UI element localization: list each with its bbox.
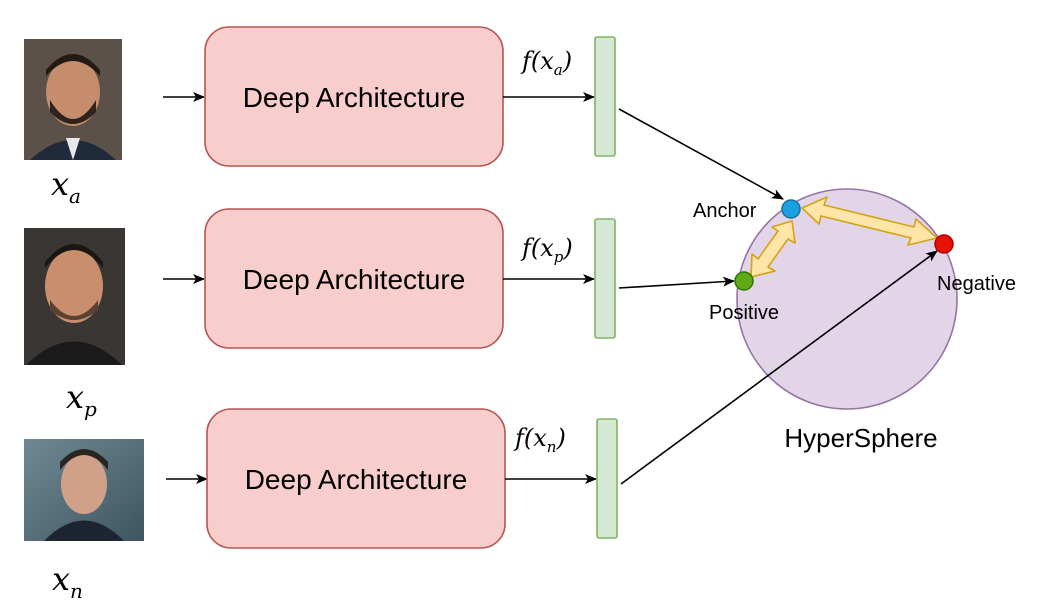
anchor-label: Anchor [693, 200, 757, 222]
input-label-negative: xn [52, 560, 83, 603]
block-label: Deep Architecture [243, 264, 466, 295]
block-label: Deep Architecture [245, 464, 468, 495]
deep-architecture-block-positive: Deep Architecture [204, 208, 504, 349]
deep-architecture-block-negative: Deep Architecture [206, 408, 506, 549]
face-photo-anchor [24, 39, 122, 160]
negative-label: Negative [937, 273, 1016, 295]
positive-label: Positive [709, 302, 779, 324]
embedding-vector-anchor [594, 36, 616, 157]
hypersphere-label: HyperSphere [784, 423, 937, 453]
face-photo-positive [24, 228, 125, 365]
map-arrow-positive [618, 276, 735, 289]
hypersphere [736, 188, 958, 410]
embedding-vector-negative [596, 418, 618, 539]
negative-point [934, 234, 954, 254]
embedding-label-negative: f(xn) [513, 424, 566, 456]
face-photo-negative [24, 439, 144, 541]
embedding-label-anchor: f(xa) [520, 47, 572, 79]
map-arrow-negative [620, 250, 938, 485]
block-label: Deep Architecture [243, 82, 466, 113]
input-label-anchor: xa [51, 165, 81, 208]
embedding-label-positive: f(xp) [520, 234, 573, 266]
anchor-point [781, 199, 801, 219]
map-arrow-anchor [618, 108, 784, 200]
deep-architecture-block-anchor: Deep Architecture [204, 26, 504, 167]
positive-point [734, 271, 754, 291]
embedding-vector-positive [594, 218, 616, 339]
input-label-positive: xp [66, 378, 97, 421]
